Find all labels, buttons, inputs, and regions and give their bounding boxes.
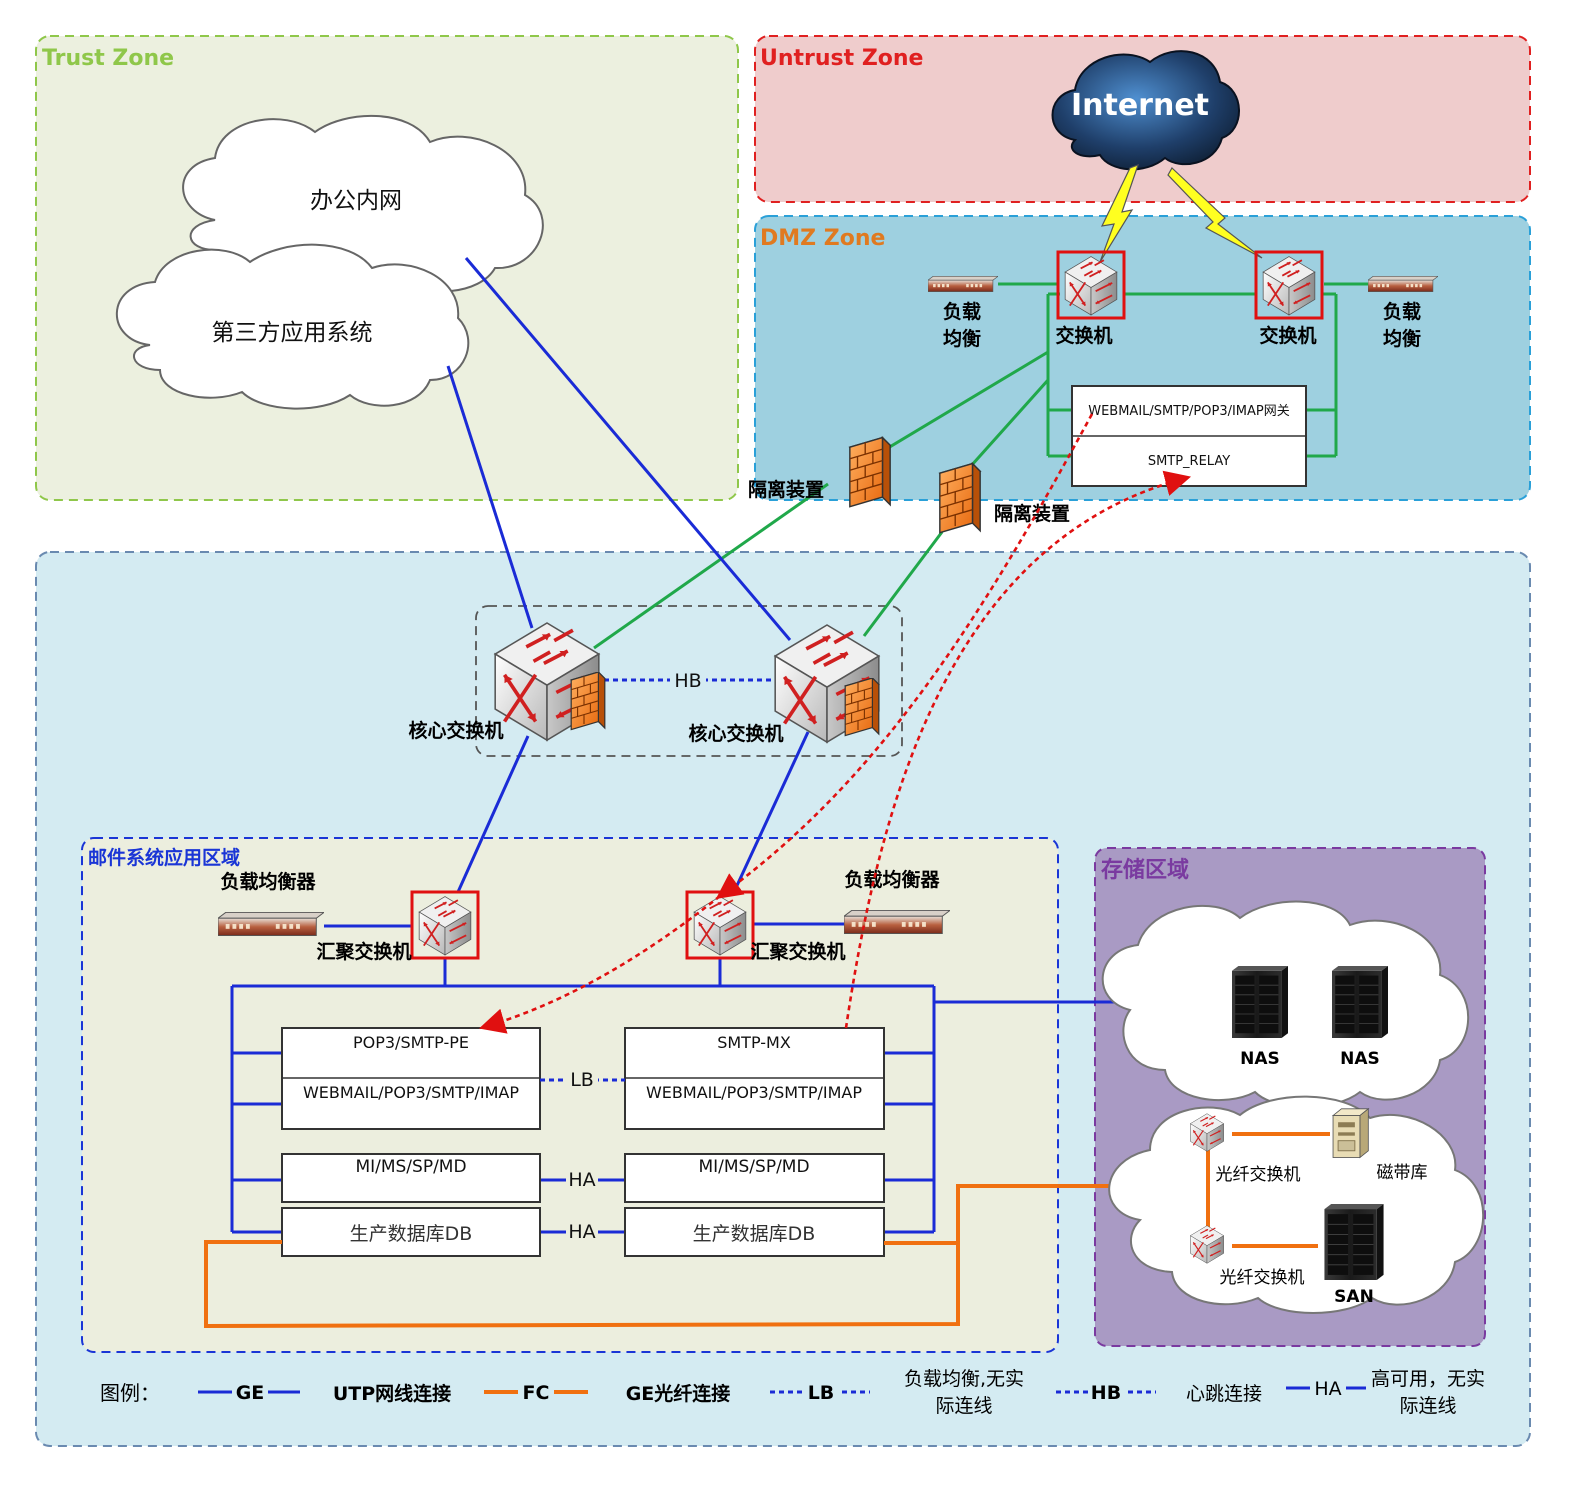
mi-right-label: MI/MS/SP/MD <box>698 1157 809 1177</box>
legend-lb: LB <box>808 1382 835 1404</box>
dmz-lb-left-label-2: 均衡 <box>943 327 981 350</box>
hb-label: HB <box>674 670 701 692</box>
lightning-bolt-icon <box>1099 163 1139 263</box>
tape-label: 磁带库 <box>1377 1163 1428 1183</box>
dmz-switch-right[interactable] <box>1254 250 1324 320</box>
isolation-device-left-icon <box>849 436 891 508</box>
isolation-device-right-icon <box>939 462 981 534</box>
agg-switch-left[interactable] <box>410 890 480 960</box>
dmz-load-balancer-right <box>1368 276 1438 292</box>
mi-left-label: MI/MS/SP/MD <box>355 1157 466 1177</box>
mail-load-balancer-left <box>218 912 324 936</box>
nas1-label: NAS <box>1240 1049 1280 1069</box>
fc-switch1-label: 光纤交换机 <box>1216 1165 1301 1185</box>
core-firewall-right-icon <box>844 678 880 737</box>
legend-ge: GE <box>236 1382 265 1404</box>
webmail-left-label: WEBMAIL/POP3/SMTP/IMAP <box>303 1083 519 1102</box>
smtp-mx-server[interactable]: SMTP-MX WEBMAIL/POP3/SMTP/IMAP <box>624 1027 885 1130</box>
dmz-green-links <box>593 282 1368 650</box>
isolation-right-label: 隔离装置 <box>994 502 1070 525</box>
legend-ha-desc-2: 际连线 <box>1399 1395 1456 1417</box>
db-right-label: 生产数据库DB <box>693 1223 816 1245</box>
third-party-cloud: 第三方应用系统 <box>115 243 470 410</box>
smtp-mx-label: SMTP-MX <box>717 1033 791 1052</box>
mi-ms-sp-md-server-left[interactable]: MI/MS/SP/MD <box>281 1153 541 1203</box>
dmz-lb-right-label-1: 负载 <box>1383 300 1421 323</box>
core-switch-right-label: 核心交换机 <box>688 722 783 745</box>
mail-load-balancer-right <box>844 910 950 934</box>
core-switch-group <box>475 605 903 757</box>
legend-fc: FC <box>523 1382 550 1404</box>
legend-hb: HB <box>1091 1382 1121 1404</box>
webmail-right-label: WEBMAIL/POP3/SMTP/IMAP <box>646 1083 862 1102</box>
smtp-relay-label: SMTP_RELAY <box>1148 454 1230 469</box>
legend-ha-desc-1: 高可用，无实 <box>1371 1368 1485 1390</box>
office-network-label: 办公内网 <box>310 188 402 214</box>
fc-storage-links <box>1206 1132 1330 1248</box>
legend-ge-desc: UTP网线连接 <box>333 1382 451 1405</box>
untrust-zone-title: Untrust Zone <box>760 46 923 71</box>
legend-lb-desc-1: 负载均衡,无实 <box>904 1368 1024 1390</box>
legend-fc-desc: GE光纤连接 <box>626 1382 731 1405</box>
san-device[interactable] <box>1323 1204 1385 1280</box>
mail-flow-lines <box>479 413 1192 1034</box>
dmz-switch-left[interactable] <box>1056 250 1126 320</box>
legend: 图例： GE UTP网线连接 FC GE光纤连接 LB 负载均衡,无实 际连线 … <box>100 1368 1485 1417</box>
isolation-left-label: 隔离装置 <box>748 478 824 501</box>
mail-zone-title: 邮件系统应用区域 <box>88 846 240 869</box>
lightning-bolt-icon <box>1167 167 1263 259</box>
dmz-lb-left-label-1: 负载 <box>943 300 981 323</box>
legend-ha: HA <box>1314 1378 1341 1400</box>
storage-zone-title: 存储区域 <box>1101 857 1189 883</box>
dmz-zone-title: DMZ Zone <box>760 226 885 251</box>
agg-switch-right-label: 汇聚交换机 <box>750 940 845 963</box>
mi-ms-sp-md-server-right[interactable]: MI/MS/SP/MD <box>624 1153 885 1203</box>
dmz-gateway-server[interactable]: WEBMAIL/SMTP/POP3/IMAP网关 SMTP_RELAY <box>1071 385 1307 487</box>
nas-device-1[interactable] <box>1231 966 1289 1038</box>
gateway-box-label: WEBMAIL/SMTP/POP3/IMAP网关 <box>1088 404 1290 419</box>
mail-lb-right-label: 负载均衡器 <box>844 868 940 891</box>
tape-library[interactable] <box>1332 1108 1369 1159</box>
production-db-left[interactable]: 生产数据库DB <box>281 1207 541 1257</box>
core-firewall-left-icon <box>570 672 606 731</box>
internet-cloud: Internet <box>1051 50 1240 171</box>
ge-links-top <box>446 257 810 893</box>
core-switch-left-label: 核心交换机 <box>408 719 503 742</box>
pop3-smtp-pe-label: POP3/SMTP-PE <box>353 1033 469 1052</box>
nas2-label: NAS <box>1340 1049 1380 1069</box>
trust-zone-title: Trust Zone <box>42 46 174 71</box>
dmz-switch-left-label: 交换机 <box>1055 324 1112 347</box>
internet-label: Internet <box>1071 88 1209 123</box>
legend-hb-desc: 心跳连接 <box>1186 1383 1262 1405</box>
nas-device-2[interactable] <box>1331 966 1389 1038</box>
ha-label-2: HA <box>568 1221 595 1243</box>
fc-links <box>204 1184 1212 1329</box>
ha-label-1: HA <box>568 1169 595 1191</box>
pop3-smtp-pe-server[interactable]: POP3/SMTP-PE WEBMAIL/POP3/SMTP/IMAP <box>281 1027 541 1130</box>
lb-label: LB <box>570 1069 594 1091</box>
third-party-label: 第三方应用系统 <box>212 320 373 346</box>
mail-lb-left-label: 负载均衡器 <box>220 870 316 893</box>
dmz-switch-right-label: 交换机 <box>1259 324 1316 347</box>
legend-title: 图例： <box>100 1381 160 1405</box>
agg-switch-left-label: 汇聚交换机 <box>316 940 411 963</box>
legend-lb-desc-2: 际连线 <box>935 1395 992 1417</box>
san-label: SAN <box>1334 1287 1374 1307</box>
fc-switch2-label: 光纤交换机 <box>1220 1268 1305 1288</box>
production-db-right[interactable]: 生产数据库DB <box>624 1207 885 1257</box>
db-left-label: 生产数据库DB <box>350 1223 473 1245</box>
dmz-lb-right-label-2: 均衡 <box>1383 327 1421 350</box>
dmz-load-balancer-left <box>928 276 998 292</box>
